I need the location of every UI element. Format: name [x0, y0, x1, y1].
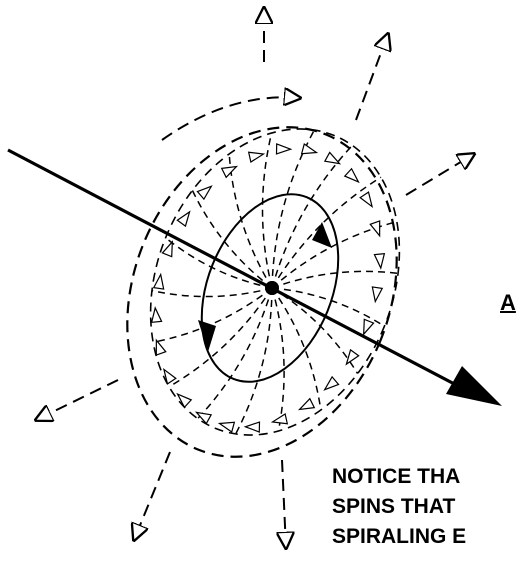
ring-triangle-icon	[360, 192, 376, 209]
ring-triangle-icon	[162, 240, 177, 257]
radial-spoke	[272, 145, 352, 288]
radial-spoke	[272, 288, 284, 431]
outward-arrow-icon	[134, 452, 170, 540]
ring-triangle-icon	[245, 422, 259, 432]
ring-triangle-icon	[302, 144, 318, 157]
ring-triangle-icon	[197, 182, 214, 199]
radial-spoke	[272, 288, 321, 410]
ring-triangle-icon	[370, 221, 384, 238]
top-rotation-arrow	[162, 97, 300, 140]
ring-triangle-icon	[222, 162, 239, 177]
ring-triangle-icon	[342, 350, 358, 367]
outward-arrow-icon	[282, 460, 286, 548]
center-hub	[265, 281, 279, 295]
radial-spoke	[152, 288, 272, 297]
radial-spoke	[169, 288, 272, 387]
ring-triangle-icon	[321, 377, 338, 394]
outward-arrow-icon	[406, 154, 474, 195]
ring-triangle-icon	[177, 209, 193, 226]
note-text-block: NOTICE THA SPINS THAT SPIRALING E	[332, 462, 466, 552]
inner-rotation-arrow-left	[198, 320, 216, 352]
note-line-3: SPIRALING E	[332, 522, 466, 552]
ring-triangle-icon	[150, 307, 161, 322]
ring-triangle-icon	[297, 399, 314, 414]
ring-triangle-icon	[276, 144, 290, 154]
radial-spoke	[272, 288, 358, 374]
ring-outer-ellipse	[80, 86, 445, 497]
ring-triangle-icon	[154, 274, 166, 289]
note-line-2: SPINS THAT	[332, 492, 466, 522]
ring-triangle-icon	[345, 169, 362, 186]
ring-triangle-icon	[174, 390, 191, 407]
axis-label: A	[500, 290, 516, 316]
outward-arrow-icon	[356, 34, 388, 120]
inner-rotation-arrow-right	[312, 222, 332, 248]
ring-triangle-icon	[160, 367, 176, 384]
note-line-1: NOTICE THA	[332, 462, 466, 492]
main-axis-line	[8, 150, 462, 388]
radial-spoke	[262, 133, 272, 288]
ring-triangle-icon	[374, 254, 385, 269]
main-axis-arrowhead-icon	[446, 366, 502, 406]
outward-arrow-icon	[36, 380, 118, 420]
ring-triangle-icon	[370, 287, 382, 302]
ring-triangle-icon	[249, 149, 265, 162]
